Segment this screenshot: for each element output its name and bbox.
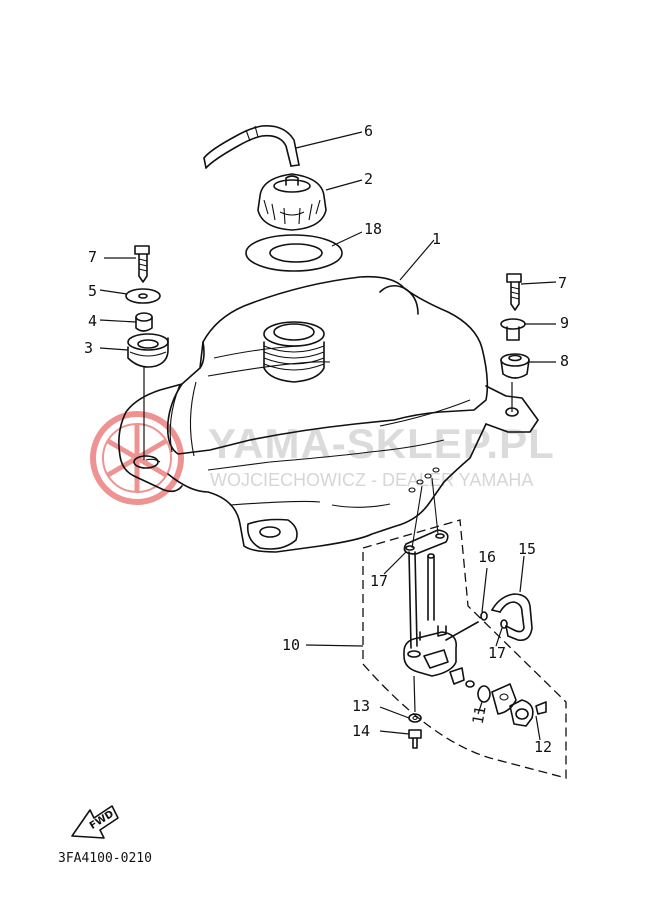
callout-6: 5 (88, 282, 97, 300)
callout-4: 3 (84, 339, 93, 357)
callout-10: 10 (282, 636, 300, 654)
part-3-breather-hose (203, 124, 300, 169)
callout-8: 8 (560, 352, 569, 370)
callout-11: 11 (469, 705, 490, 726)
part-11-oring-and-lever-plate (449, 667, 517, 715)
fuel-cock-body (403, 551, 479, 677)
part-1-fuel-tank (118, 275, 539, 553)
callout-15: 14 (352, 722, 370, 740)
callout-2: 2 (364, 170, 373, 188)
callout-7-left: 7 (88, 248, 97, 266)
watermark-title: YAMA-SKLEP.PL (208, 420, 555, 467)
fwd-arrow-icon: FWD (71, 805, 119, 839)
part-16-fuel-hose (491, 593, 533, 642)
callout-1: 1 (432, 230, 441, 248)
part-10-fuel-cock-assembly-frame (362, 519, 567, 779)
part-5-collar-left (135, 312, 153, 332)
callout-17-top: 16 (478, 548, 496, 566)
callout-18: 18 (364, 220, 382, 238)
part-7-bolt-left (134, 245, 150, 283)
part-4-damper-left (127, 333, 169, 368)
callout-16: 15 (518, 540, 536, 558)
callout-5: 4 (88, 312, 97, 330)
drain-guide-line (413, 675, 416, 713)
part-2-fuel-cap (257, 173, 327, 231)
part-15-drain-screw (408, 729, 422, 749)
part-18-gasket (245, 234, 343, 272)
callout-13: 17 (370, 572, 388, 590)
callout-14: 13 (352, 697, 370, 715)
watermark-subtitle: WOJCIECHOWICZ - DEALER YAMAHA (210, 470, 533, 490)
part-9-collar-right (500, 318, 526, 341)
callout-12: 12 (534, 738, 552, 756)
diagram-code: 3FA4100-0210 (58, 851, 152, 866)
part-13-fuel-cock-gasket (403, 467, 449, 555)
callout-3: 6 (364, 122, 373, 140)
part-6-washer-left (125, 288, 161, 304)
part-17-hose-clips (480, 611, 508, 629)
callout-9: 9 (560, 314, 569, 332)
callout-7-right: 7 (558, 274, 567, 292)
part-7-bolt-right (506, 273, 522, 311)
callout-leaders (99, 131, 557, 741)
part-12-lever (509, 699, 547, 727)
callout-17-bottom: 17 (488, 644, 506, 662)
part-8-damper-right (500, 353, 530, 379)
